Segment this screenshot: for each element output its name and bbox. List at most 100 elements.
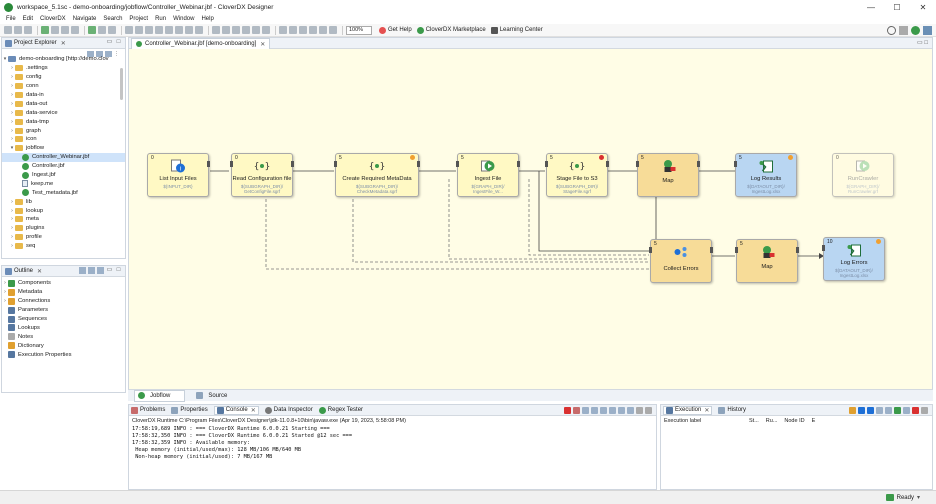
run-icon[interactable]: [894, 407, 901, 414]
close-icon[interactable]: ✕: [260, 41, 266, 48]
close-icon[interactable]: ✕: [704, 407, 710, 414]
display-console-icon[interactable]: [618, 407, 625, 414]
maximize-icon[interactable]: □: [116, 39, 121, 45]
filter-icon[interactable]: [849, 407, 856, 414]
maximize-icon[interactable]: □: [116, 267, 121, 273]
tab-regex-tester[interactable]: Regex Tester: [318, 406, 363, 414]
copy-icon[interactable]: [252, 26, 260, 34]
node-run-crawler[interactable]: 0 RunCrawler ${GRAPH_DIR}/ RunCrawler.gr…: [832, 153, 894, 197]
scrollbar[interactable]: [120, 68, 123, 100]
expand-arrow-icon[interactable]: ›: [11, 83, 13, 90]
grid-icon[interactable]: [242, 26, 250, 34]
fit-icon[interactable]: [319, 26, 327, 34]
tree-item[interactable]: Ingest.jbf: [2, 171, 125, 180]
editor-view-controls[interactable]: ▭ □: [917, 40, 928, 46]
expand-arrow-icon[interactable]: ›: [11, 127, 13, 134]
menu-file[interactable]: File: [6, 16, 16, 22]
nav-left-icon[interactable]: [185, 26, 193, 34]
minimize-icon[interactable]: [921, 407, 928, 414]
expand-arrow-icon[interactable]: ›: [11, 136, 13, 143]
close-button[interactable]: ✕: [919, 2, 927, 12]
tab-execution[interactable]: Execution✕: [663, 405, 713, 415]
clear-icon[interactable]: [582, 407, 589, 414]
menu-run[interactable]: Run: [155, 16, 167, 22]
table-icon[interactable]: [232, 26, 240, 34]
expand-arrow-icon[interactable]: ›: [11, 74, 13, 81]
col-execution-label[interactable]: Execution label: [664, 418, 702, 424]
tab-data-inspector[interactable]: Data Inspector: [264, 406, 313, 414]
tree-item[interactable]: keep.me: [2, 179, 125, 188]
align-left-icon[interactable]: [279, 26, 287, 34]
minimize-icon[interactable]: ▭: [106, 267, 113, 273]
new-console-icon[interactable]: [627, 407, 634, 414]
filter-icon[interactable]: [105, 51, 112, 57]
node-read-configuration[interactable]: 0 { } Read Configuration file ${SUBGRAPH…: [230, 153, 294, 197]
menu-project[interactable]: Project: [129, 16, 149, 22]
node-map-1[interactable]: 5 Map: [636, 153, 700, 197]
zoom-select[interactable]: 100%: [346, 25, 372, 35]
node-collect-errors[interactable]: 5 Collect Errors: [649, 239, 713, 283]
tab-properties[interactable]: Properties: [171, 406, 208, 414]
align-right-icon[interactable]: [299, 26, 307, 34]
view-menu-icon[interactable]: ⋮: [114, 51, 119, 57]
maximize-button[interactable]: ☐: [893, 2, 901, 12]
view-icon[interactable]: [903, 407, 910, 414]
tab-console[interactable]: Console✕: [213, 405, 259, 415]
col-node-id[interactable]: Node ID: [784, 418, 805, 424]
expand-arrow-icon[interactable]: ›: [4, 280, 6, 287]
menu-search[interactable]: Search: [103, 16, 123, 22]
tree-item[interactable]: ›data-service: [2, 108, 125, 117]
project-explorer-tab[interactable]: Project Explorer ✕ ▭□: [2, 38, 125, 49]
format-icon[interactable]: [135, 26, 143, 34]
expand-arrow-icon[interactable]: ›: [11, 216, 13, 223]
minimize-icon[interactable]: [636, 407, 643, 414]
learning-center-link[interactable]: Learning Center: [490, 26, 543, 34]
note-icon[interactable]: [212, 26, 220, 34]
align-center-icon[interactable]: [289, 26, 297, 34]
expand-arrow-icon[interactable]: ›: [11, 109, 13, 116]
tree-item[interactable]: ›data-tmp: [2, 117, 125, 126]
tree-item[interactable]: ▾jobflow: [2, 144, 125, 153]
terminate-icon[interactable]: [564, 407, 571, 414]
outline-item[interactable]: ›Connections: [2, 297, 125, 306]
expand-arrow-icon[interactable]: ›: [11, 65, 13, 72]
tree-item[interactable]: ›config: [2, 73, 125, 82]
close-icon[interactable]: ✕: [250, 407, 256, 414]
search-icon[interactable]: [61, 26, 69, 34]
filter-icon[interactable]: [88, 267, 95, 274]
new-icon[interactable]: [4, 26, 12, 34]
node-ingest-file[interactable]: 5 Ingest File ${GRAPH_DIR}/ IngestFile_W…: [456, 153, 520, 197]
tab-problems[interactable]: Problems: [131, 406, 165, 414]
tree-item[interactable]: ›icon: [2, 135, 125, 144]
tab-history[interactable]: History: [718, 406, 746, 414]
remove-icon[interactable]: [573, 407, 580, 414]
expand-arrow-icon[interactable]: ›: [11, 118, 13, 125]
expand-arrow-icon[interactable]: ▾: [10, 145, 14, 152]
close-icon[interactable]: ✕: [37, 268, 43, 275]
menu-navigate[interactable]: Navigate: [72, 16, 97, 22]
menu-cloverdx[interactable]: CloverDX: [40, 16, 66, 22]
menu-window[interactable]: Window: [173, 16, 195, 22]
bug-icon[interactable]: [71, 26, 79, 34]
marketplace-link[interactable]: CloverDX Marketplace: [416, 26, 486, 34]
outline-item[interactable]: Notes: [2, 332, 125, 341]
col-run[interactable]: Ru...: [765, 418, 778, 424]
tree-item[interactable]: ›conn: [2, 82, 125, 91]
perspective-icon[interactable]: [899, 26, 908, 35]
sort-icon[interactable]: [79, 267, 86, 274]
expand-arrow-icon[interactable]: ▾: [3, 56, 7, 63]
node-log-results[interactable]: 5 Log Results ${DATAOUT_DIR}/ IngestLog.…: [734, 153, 797, 197]
save-icon[interactable]: [14, 26, 22, 34]
hide-icon[interactable]: [97, 267, 104, 274]
link-editor-icon[interactable]: [96, 51, 103, 57]
tree-item[interactable]: ›lib: [2, 197, 125, 206]
node-log-errors[interactable]: 10 Log Errors ${DATAOUT_DIR}/ IngestLog.…: [822, 237, 885, 281]
outline-item[interactable]: ›Metadata: [2, 288, 125, 297]
tree-item[interactable]: ›lookup: [2, 206, 125, 215]
clover-perspective-icon[interactable]: [911, 26, 920, 35]
layout-icon[interactable]: [165, 26, 173, 34]
tree-item[interactable]: Controller.jbf: [2, 162, 125, 171]
maximize-icon[interactable]: [645, 407, 652, 414]
menu-help[interactable]: Help: [201, 16, 214, 22]
expand-arrow-icon[interactable]: ›: [11, 92, 13, 98]
